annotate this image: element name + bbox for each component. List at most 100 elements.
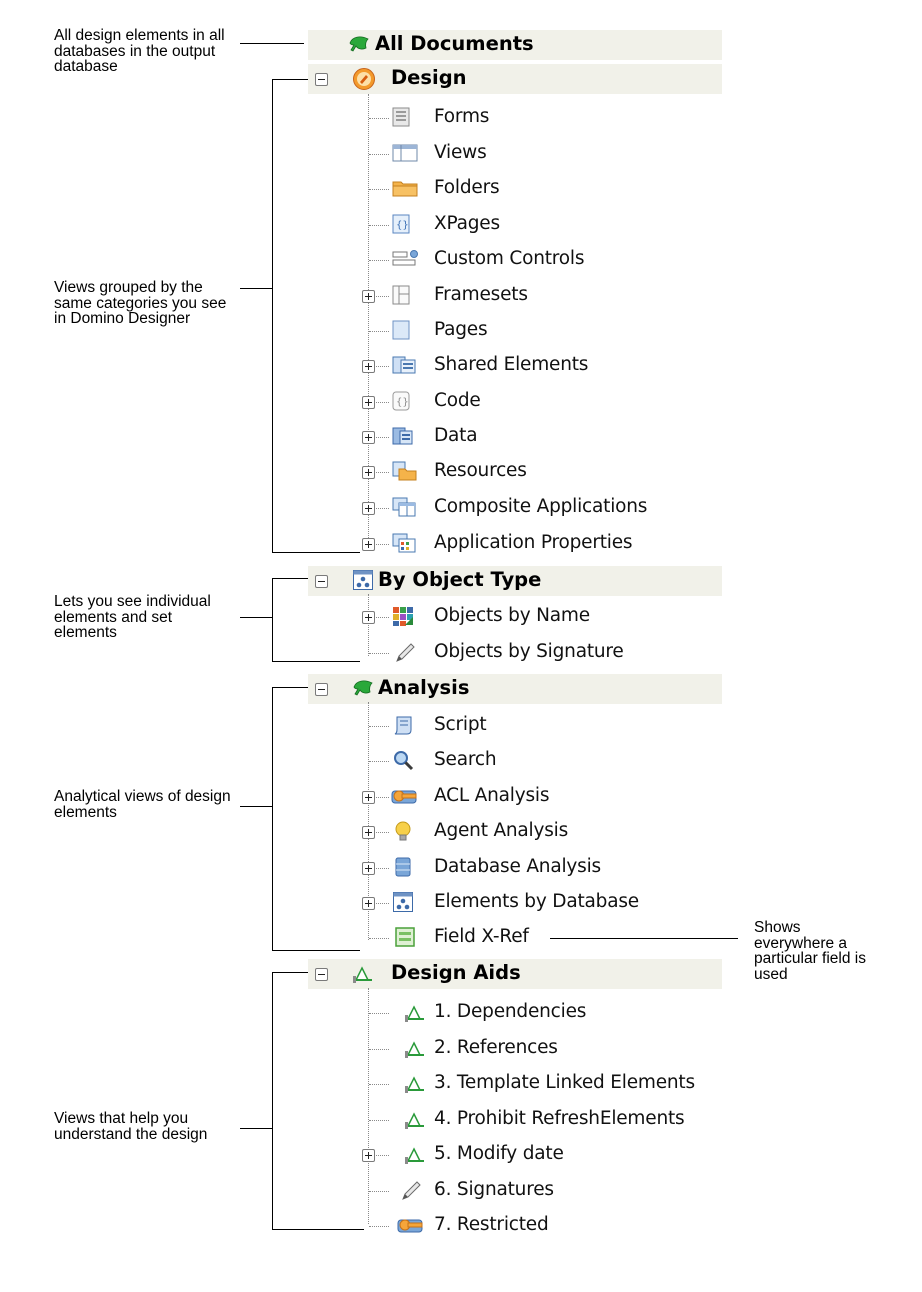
expand-icon[interactable] xyxy=(362,1149,375,1162)
pen-icon xyxy=(402,1181,421,1200)
tree-connector xyxy=(369,331,389,332)
code-icon: {} xyxy=(392,391,410,411)
grid-color-icon xyxy=(393,607,413,626)
expand-icon[interactable] xyxy=(362,862,375,875)
tree-connector xyxy=(368,594,369,656)
tree-connector xyxy=(369,938,389,939)
tree-item-label: Folders xyxy=(434,177,500,198)
tree-item-label: Objects by Name xyxy=(434,605,590,626)
leader-line xyxy=(240,43,304,44)
leader-line xyxy=(240,806,272,807)
leader-line xyxy=(272,972,314,973)
design-aid-icon xyxy=(405,1112,424,1129)
green-leaf-icon xyxy=(349,36,369,52)
expand-icon[interactable] xyxy=(362,502,375,515)
annotation-by-object-type: Lets you see individual elements and set… xyxy=(54,593,211,641)
lightbulb-icon xyxy=(395,821,411,841)
leader-line xyxy=(272,972,273,1230)
tree-connector xyxy=(368,702,369,940)
expand-icon[interactable] xyxy=(362,396,375,409)
tree-item-label: Forms xyxy=(434,106,490,127)
tree-connector xyxy=(376,366,389,367)
tree-node-label: Analysis xyxy=(378,676,470,699)
tree-connector xyxy=(369,1049,389,1050)
leader-line xyxy=(240,617,272,618)
tree-item-label: Objects by Signature xyxy=(434,641,624,662)
design-aid-icon xyxy=(405,1147,424,1164)
expand-icon[interactable] xyxy=(362,791,375,804)
tree-item-label: 6. Signatures xyxy=(434,1179,554,1200)
expand-icon[interactable] xyxy=(362,466,375,479)
collapse-icon[interactable] xyxy=(315,575,328,588)
tree-connector xyxy=(376,617,389,618)
tree-item-label: Views xyxy=(434,142,487,163)
green-leaf-icon xyxy=(353,680,373,696)
database-icon xyxy=(395,857,411,877)
tree-item-label: Pages xyxy=(434,319,488,340)
folder-icon xyxy=(392,181,418,197)
tree-connector xyxy=(369,1013,389,1014)
leader-line xyxy=(272,552,360,553)
view-icon xyxy=(392,144,418,162)
tree-item-label: Search xyxy=(434,749,497,770)
leader-line xyxy=(272,79,273,553)
tree-item-label: ACL Analysis xyxy=(434,785,550,806)
tree-connector xyxy=(376,868,389,869)
expand-icon[interactable] xyxy=(362,826,375,839)
tree-connector xyxy=(369,1084,389,1085)
leader-line xyxy=(272,578,314,579)
expand-icon[interactable] xyxy=(362,290,375,303)
category-bar-by-object-type xyxy=(308,566,722,596)
category-bar-design xyxy=(308,64,722,94)
tree-item-label: Framesets xyxy=(434,284,528,305)
tree-item-label: Agent Analysis xyxy=(434,820,569,841)
tree-connector xyxy=(369,1191,389,1192)
tree-item-label: Field X-Ref xyxy=(434,926,529,947)
object-type-icon xyxy=(393,892,413,912)
tree-node-label: Design Aids xyxy=(391,961,521,984)
leader-line xyxy=(272,578,273,662)
tree-connector xyxy=(369,118,389,119)
expand-icon[interactable] xyxy=(362,897,375,910)
tree-item-label: 3. Template Linked Elements xyxy=(434,1072,695,1093)
tree-item-label: Custom Controls xyxy=(434,248,585,269)
tree-connector xyxy=(376,832,389,833)
svg-text:{}: {} xyxy=(396,220,409,231)
leader-line xyxy=(272,950,360,951)
xpage-icon: {} xyxy=(392,214,410,234)
tree-connector xyxy=(376,797,389,798)
collapse-icon[interactable] xyxy=(315,968,328,981)
leader-line xyxy=(272,687,314,688)
collapse-icon[interactable] xyxy=(315,73,328,86)
tree-item-label: Data xyxy=(434,425,478,446)
tree-item-label: 2. References xyxy=(434,1037,558,1058)
annotation-design-aids: Views that help you understand the desig… xyxy=(54,1110,208,1143)
leader-line xyxy=(272,1229,364,1230)
resources-icon xyxy=(392,461,417,481)
expand-icon[interactable] xyxy=(362,611,375,624)
design-aid-icon xyxy=(405,1076,424,1093)
tree-connector xyxy=(369,761,389,762)
composite-app-icon xyxy=(392,497,416,517)
design-orange-icon xyxy=(353,68,375,90)
expand-icon[interactable] xyxy=(362,538,375,551)
magnifier-icon xyxy=(394,751,414,771)
expand-icon[interactable] xyxy=(362,360,375,373)
leader-line xyxy=(272,79,314,80)
expand-icon[interactable] xyxy=(362,431,375,444)
key-icon xyxy=(397,1219,423,1233)
tree-connector xyxy=(376,1155,389,1156)
tree-item-label: 4. Prohibit RefreshElements xyxy=(434,1108,685,1129)
object-type-icon xyxy=(353,570,373,590)
tree-connector xyxy=(369,726,389,727)
tree-item-label: 5. Modify date xyxy=(434,1143,564,1164)
leader-line xyxy=(272,661,360,662)
form-icon xyxy=(392,107,410,127)
custom-control-icon xyxy=(392,250,418,266)
category-bar-all-documents xyxy=(308,30,722,60)
tree-item-label: Shared Elements xyxy=(434,354,589,375)
tree-node-label: By Object Type xyxy=(378,568,542,591)
svg-text:{}: {} xyxy=(396,397,409,408)
tree-item-label: XPages xyxy=(434,213,500,234)
collapse-icon[interactable] xyxy=(315,683,328,696)
